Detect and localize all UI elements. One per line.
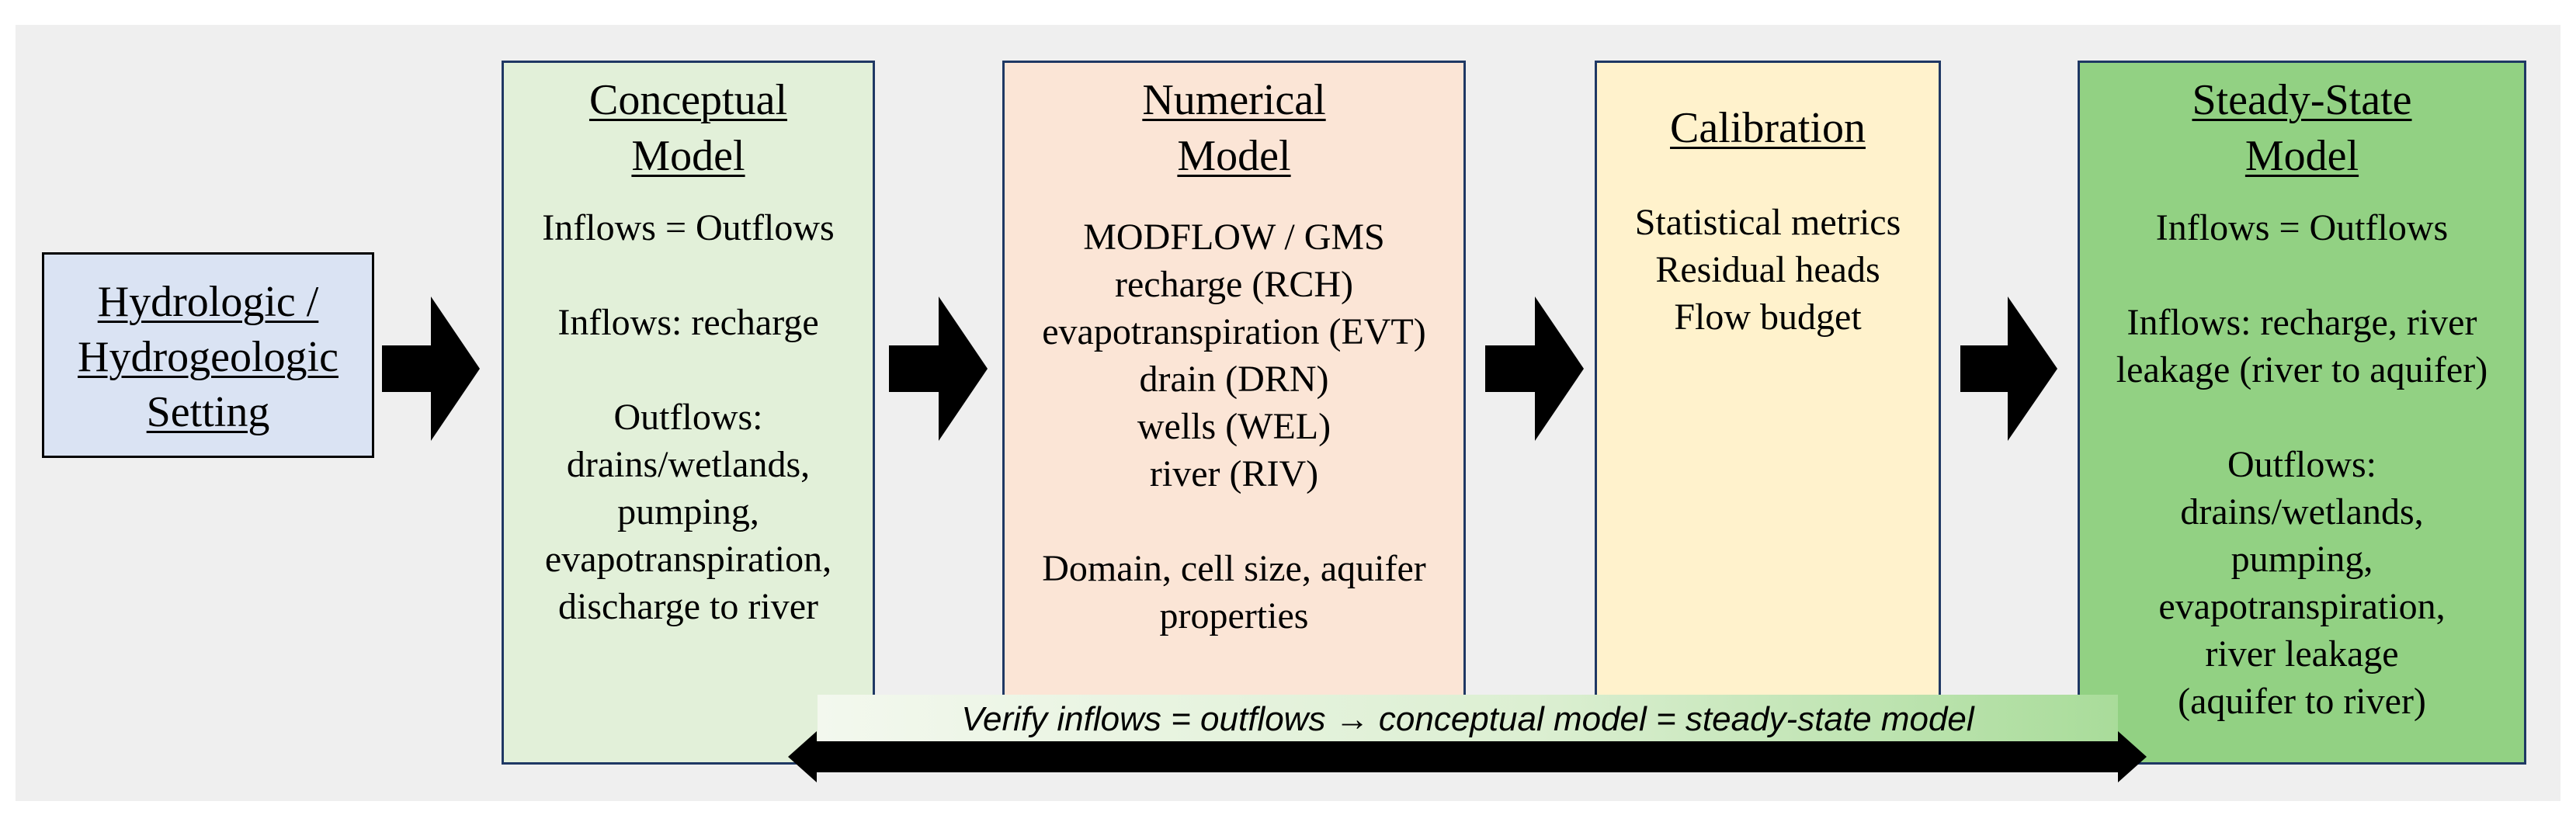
steady-state-model-body: Inflows = Outflows Inflows: recharge, ri… (2116, 207, 2488, 722)
conceptual-model-title: Conceptual Model (588, 76, 788, 180)
steady-state-model-box: Steady-State Model Inflows = Outflows In… (2078, 61, 2526, 765)
flow-arrow-2 (889, 297, 988, 441)
flow-arrow-1 (382, 297, 480, 441)
flow-arrow-3 (1485, 297, 1584, 441)
numerical-model-body: MODFLOW / GMS recharge (RCH) evapotransp… (1042, 217, 1426, 636)
calibration-box: Calibration Statistical metrics Residual… (1595, 61, 1941, 765)
calibration-body: Statistical metrics Residual heads Flow … (1634, 202, 1901, 338)
setting-box: Hydrologic / Hydrogeologic Setting (42, 252, 374, 458)
flow-arrow-4 (1960, 297, 2057, 441)
verify-banner-text: Verify inflows = outflows → conceptual m… (961, 700, 1974, 738)
conceptual-model-box: Conceptual Model Inflows = Outflows Infl… (502, 61, 875, 765)
conceptual-model-body: Inflows = Outflows Inflows: recharge Out… (542, 207, 835, 627)
double-headed-arrow (788, 731, 2147, 782)
verify-banner (818, 695, 2118, 743)
numerical-model-box: Numerical Model MODFLOW / GMS recharge (… (1002, 61, 1466, 765)
calibration-title: Calibration (1670, 104, 1866, 152)
numerical-model-title: Numerical Model (1142, 76, 1326, 180)
setting-title: Hydrologic / Hydrogeologic Setting (78, 278, 338, 436)
steady-state-model-title: Steady-State Model (2192, 76, 2412, 180)
